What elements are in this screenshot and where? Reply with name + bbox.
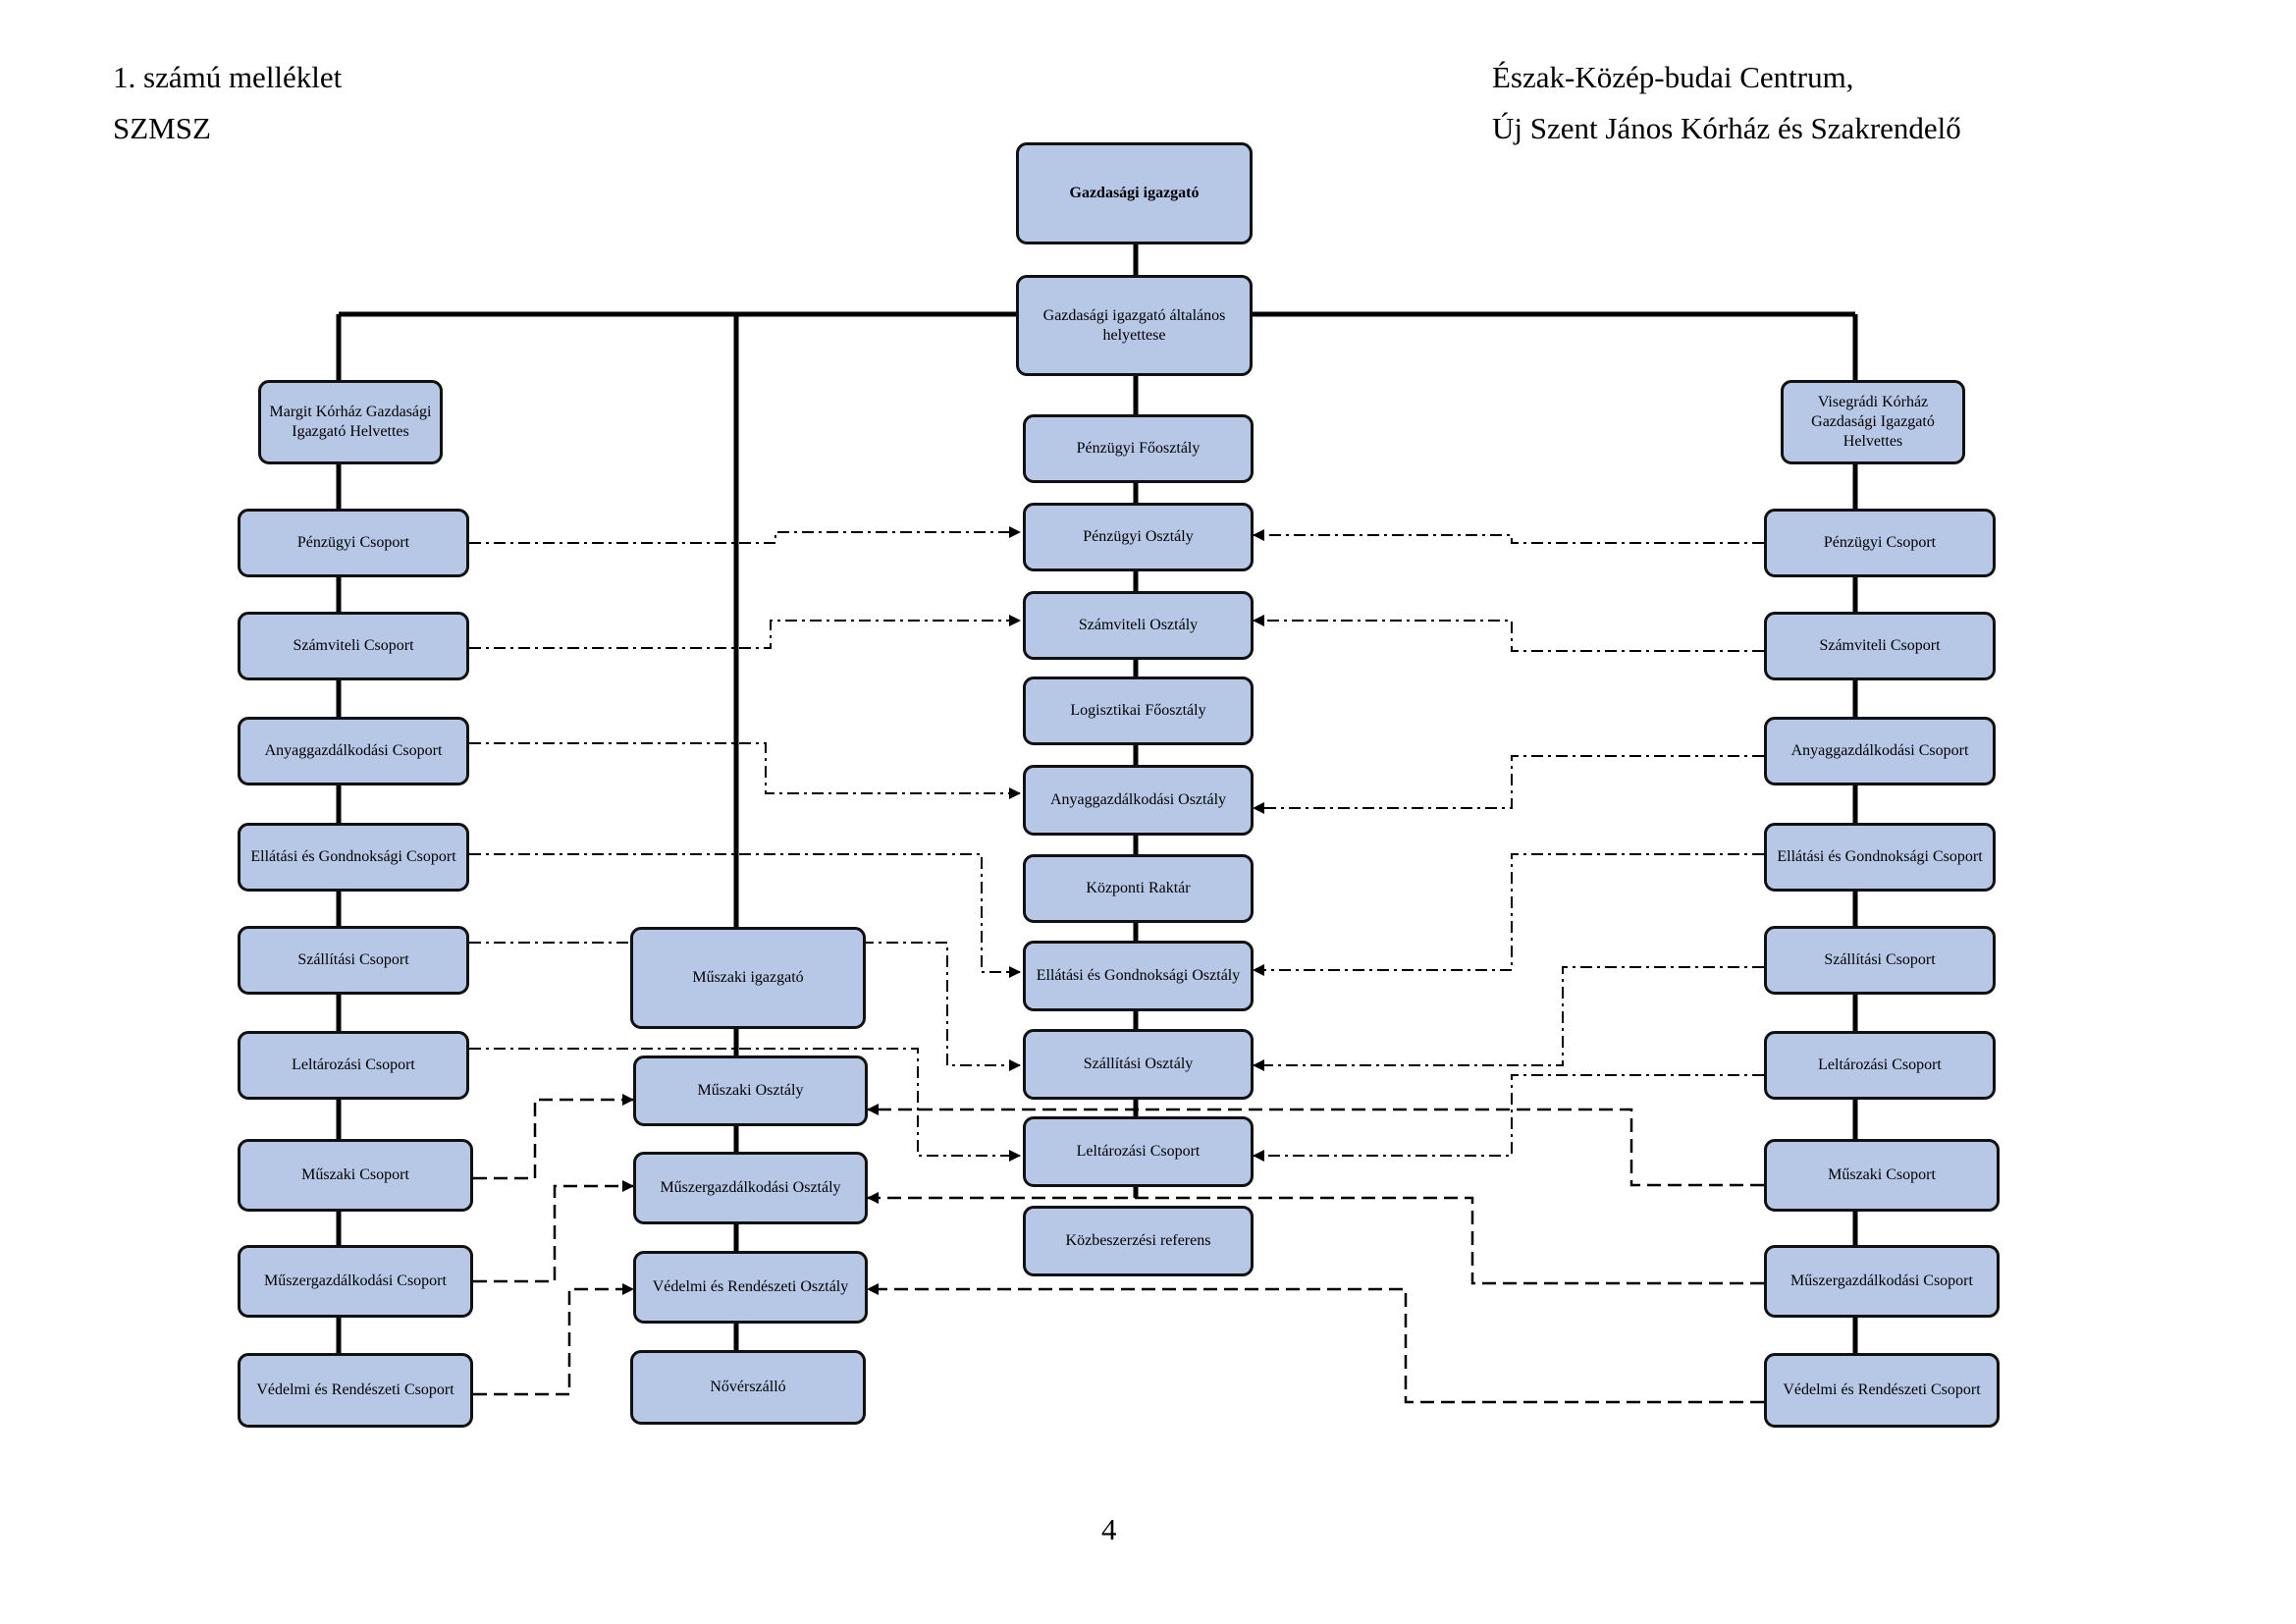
margit-deputy-box: Margit Kórház Gazdasági Igazgató Helvett…: [258, 380, 443, 464]
visegrad-deputy-box: Visegrádi Kórház Gazdasági Igazgató Helv…: [1781, 380, 1965, 464]
szallitasi-osztaly-box: Szállítási Osztály: [1023, 1029, 1254, 1100]
margit-muszergazdalkodasi-csoport-box: Műszergazdálkodási Csoport: [238, 1245, 473, 1318]
document-code: SZMSZ: [113, 111, 211, 145]
margit-vedelmi-csoport-box: Védelmi és Rendészeti Csoport: [238, 1353, 473, 1428]
logisztikai-foosztaly-box: Logisztikai Főosztály: [1023, 677, 1254, 745]
dashed-technical-lines: [473, 1094, 1764, 1404]
margit-szallitasi-csoport-box: Szállítási Csoport: [238, 926, 469, 995]
szamviteli-osztaly-box: Számviteli Osztály: [1023, 591, 1254, 660]
dotted-reporting-lines: [469, 526, 1764, 1162]
kozbeszerzesi-referens-box: Közbeszerzési referens: [1023, 1206, 1254, 1276]
visegrad-ellatasi-csoport-box: Ellátási és Gondnoksági Csoport: [1764, 823, 1996, 892]
kozponti-raktar-box: Központi Raktár: [1023, 854, 1254, 923]
visegrad-penzugyi-csoport-box: Pénzügyi Csoport: [1764, 509, 1996, 577]
noverszallo-box: Nővérszálló: [630, 1350, 866, 1425]
visegrad-leltarozasi-csoport-box: Leltározási Csoport: [1764, 1031, 1996, 1100]
technical-director-box: Műszaki igazgató: [630, 927, 866, 1029]
leltarozasi-csoport-center-box: Leltározási Csoport: [1023, 1116, 1254, 1187]
visegrad-vedelmi-csoport-box: Védelmi és Rendészeti Csoport: [1764, 1353, 2000, 1428]
margit-szamviteli-csoport-box: Számviteli Csoport: [238, 612, 469, 680]
margit-anyaggazdalkodasi-csoport-box: Anyaggazdálkodási Csoport: [238, 717, 469, 785]
visegrad-muszergazdalkodasi-csoport-box: Műszergazdálkodási Csoport: [1764, 1245, 2000, 1318]
page-number: 4: [1101, 1512, 1117, 1546]
economic-director-box: Gazdasági igazgató: [1016, 142, 1253, 244]
muszergazdalkodasi-osztaly-box: Műszergazdálkodási Osztály: [633, 1152, 868, 1224]
penzugyi-osztaly-box: Pénzügyi Osztály: [1023, 503, 1254, 571]
institution-name-line1: Észak-Közép-budai Centrum,: [1492, 60, 1854, 94]
ellatasi-osztaly-box: Ellátási és Gondnoksági Osztály: [1023, 941, 1254, 1011]
visegrad-anyaggazdalkodasi-csoport-box: Anyaggazdálkodási Csoport: [1764, 717, 1996, 785]
institution-name-line2: Új Szent János Kórház és Szakrendelő: [1492, 111, 1961, 145]
anyaggazdalkodasi-osztaly-box: Anyaggazdálkodási Osztály: [1023, 765, 1254, 836]
margit-penzugyi-csoport-box: Pénzügyi Csoport: [238, 509, 469, 577]
margit-leltarozasi-csoport-box: Leltározási Csoport: [238, 1031, 469, 1100]
penzugyi-foosztaly-box: Pénzügyi Főosztály: [1023, 414, 1254, 483]
margit-muszaki-csoport-box: Műszaki Csoport: [238, 1139, 473, 1212]
annex-label: 1. számú melléklet: [113, 60, 343, 94]
visegrad-szamviteli-csoport-box: Számviteli Csoport: [1764, 612, 1996, 680]
vedelmi-osztaly-box: Védelmi és Rendészeti Osztály: [633, 1251, 868, 1324]
muszaki-osztaly-box: Műszaki Osztály: [633, 1056, 868, 1126]
margit-ellatasi-csoport-box: Ellátási és Gondnoksági Csoport: [238, 823, 469, 892]
deputy-director-box: Gazdasági igazgató általános helyettese: [1016, 275, 1253, 376]
visegrad-szallitasi-csoport-box: Szállítási Csoport: [1764, 926, 1996, 995]
visegrad-muszaki-csoport-box: Műszaki Csoport: [1764, 1139, 2000, 1212]
